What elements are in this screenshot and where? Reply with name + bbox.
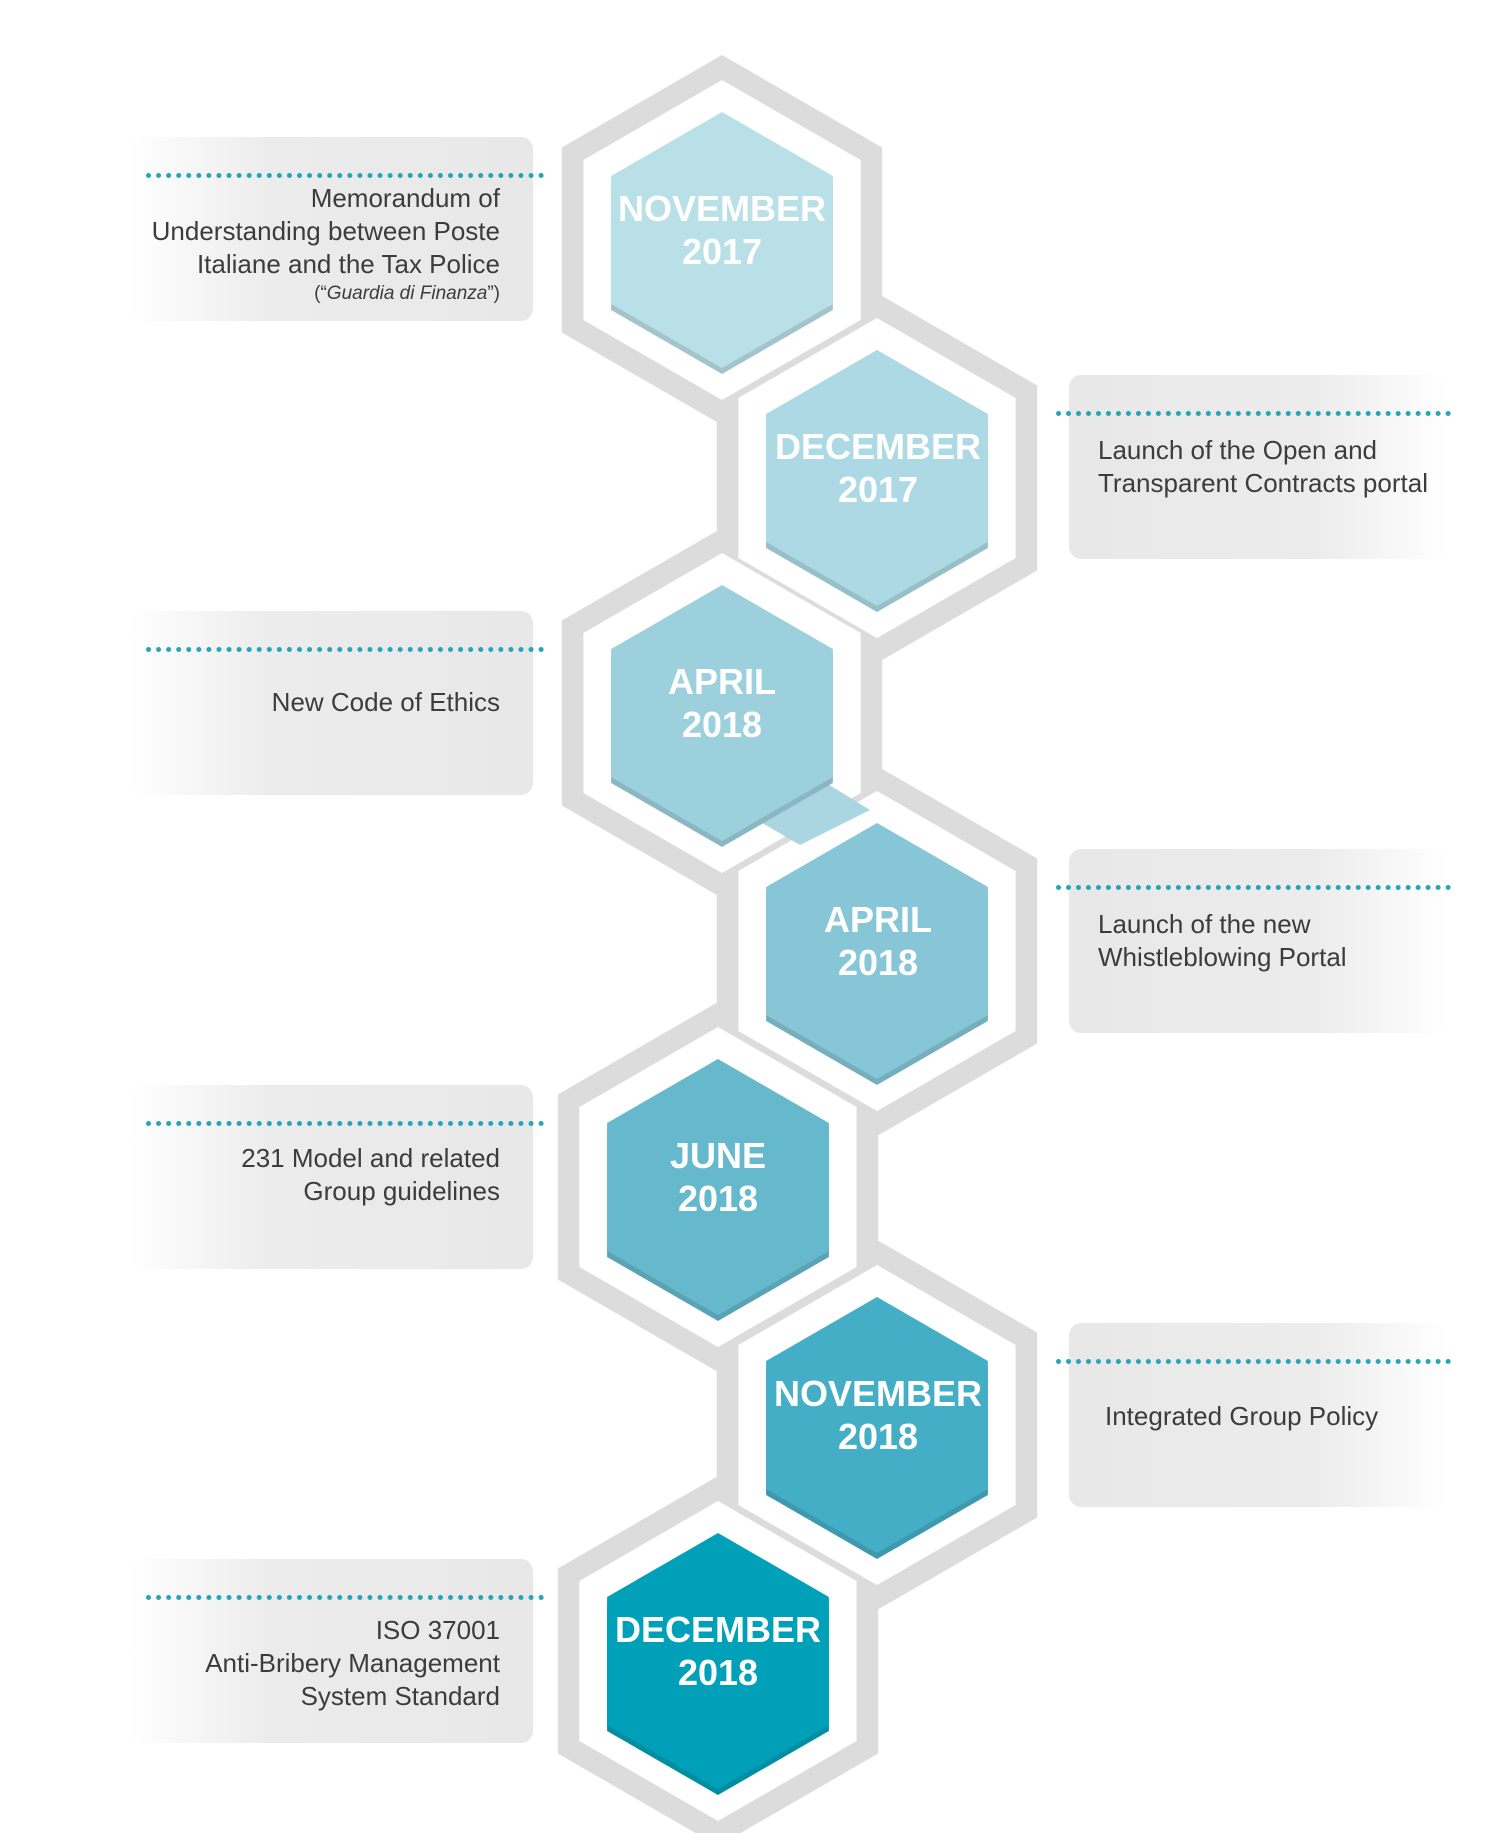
event-line: ISO 37001 [375,1615,500,1645]
hex-bridge [740,770,870,845]
hex-tile [611,112,833,368]
month-label: DECEMBER [614,1609,821,1650]
event-card-2 [1069,375,1449,559]
year-label: 2018 [837,942,919,983]
event-line: New Code of Ethics [271,687,500,717]
event-card-3 [128,611,533,795]
hex-tile [611,585,833,841]
hex-date-3: APRIL 2018 [592,660,852,746]
month-label: NOVEMBER [617,188,827,229]
dotted-connector-5 [146,1121,544,1126]
event-line: Understanding between Poste [151,216,500,246]
dotted-connector-2 [1056,411,1451,416]
hex-tile [607,1533,829,1789]
dotted-connector-6 [1056,1359,1451,1364]
hex-date-7: DECEMBER 2018 [588,1608,848,1694]
hex-date-6: NOVEMBER 2018 [748,1372,1008,1458]
event-line: Whistleblowing Portal [1098,942,1347,972]
dotted-connector-1 [146,173,544,178]
event-description-4: Launch of the new Whistleblowing Portal [1098,908,1478,974]
hex-date-2: DECEMBER 2017 [748,425,1008,511]
event-line: Memorandum of [310,183,500,213]
event-line: Launch of the new [1098,909,1311,939]
year-label: 2018 [677,1652,759,1693]
month-label: APRIL [824,899,932,940]
event-line: Italiane and the Tax Police [196,249,500,279]
hex-date-4: APRIL 2018 [748,898,1008,984]
year-label: 2017 [837,469,919,510]
event-line: Anti-Bribery Management [205,1648,500,1678]
month-label: APRIL [668,661,776,702]
hex-date-5: JUNE 2018 [588,1134,848,1220]
hex-tile [766,350,988,606]
event-line: System Standard [300,1681,500,1711]
year-label: 2018 [837,1416,919,1457]
dotted-connector-4 [1056,885,1451,890]
event-card-1 [128,137,533,321]
event-card-5 [128,1085,533,1269]
hex-date-1: NOVEMBER 2017 [592,187,852,273]
event-note: (“Guardia di Finanza”) [314,283,500,304]
event-card-4 [1069,849,1449,1033]
event-card-6 [1069,1323,1449,1507]
year-label: 2018 [681,704,763,745]
event-description-5: 231 Model and related Group guidelines [130,1142,500,1208]
month-label: NOVEMBER [773,1373,983,1414]
dotted-connector-7 [146,1595,544,1600]
event-line: Transparent Contracts portal [1098,468,1428,498]
month-label: JUNE [669,1135,767,1176]
event-line: Integrated Group Policy [1105,1401,1379,1431]
event-description-1: Memorandum of Understanding between Post… [130,182,500,307]
event-description-3: New Code of Ethics [130,686,500,719]
event-description-6: Integrated Group Policy [1105,1400,1485,1433]
event-line: Launch of the Open and [1098,435,1378,465]
event-description-7: ISO 37001 Anti-Bribery Management System… [130,1614,500,1713]
year-label: 2018 [677,1178,759,1219]
event-line: Group guidelines [303,1176,500,1206]
event-line: 231 Model and related [241,1143,500,1173]
dotted-connector-3 [146,647,544,652]
hex-tile [607,1059,829,1315]
event-card-7 [128,1559,533,1743]
hex-tile [766,823,988,1079]
year-label: 2017 [681,231,763,272]
hex-tile [766,1297,988,1553]
month-label: DECEMBER [774,426,981,467]
event-description-2: Launch of the Open and Transparent Contr… [1098,434,1478,500]
